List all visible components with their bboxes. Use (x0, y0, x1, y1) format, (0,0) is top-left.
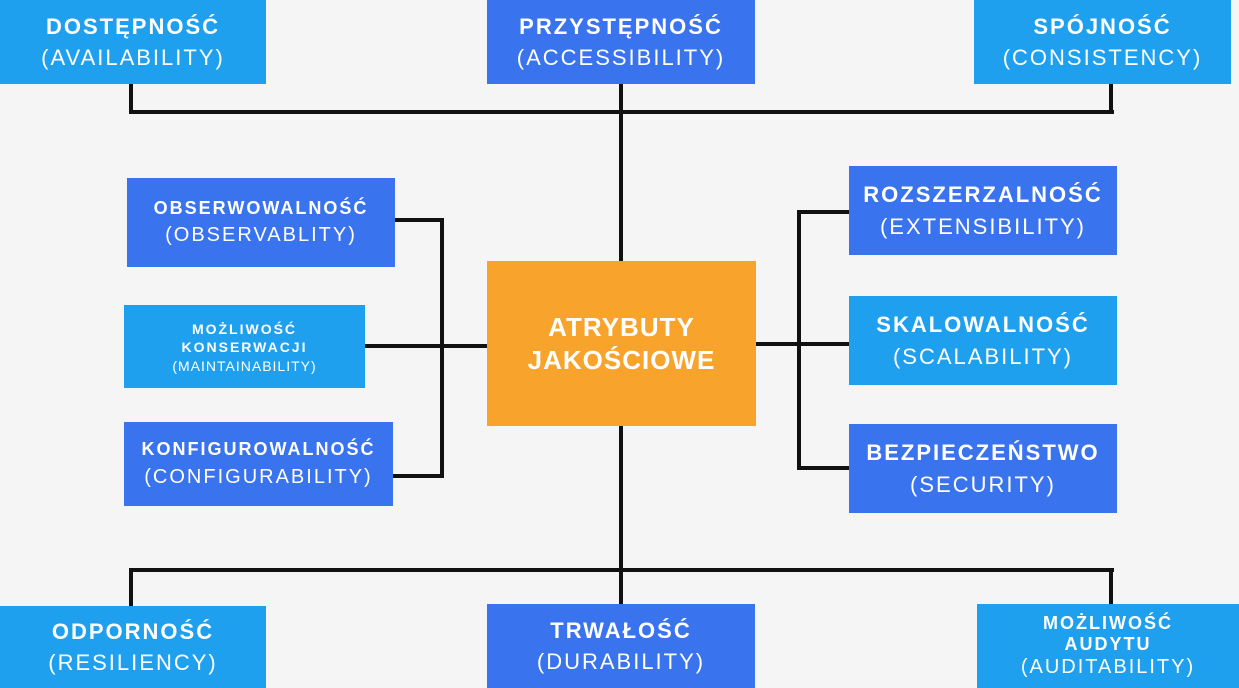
durability-box: TRWAŁOŚĆ (DURABILITY) (487, 604, 755, 688)
center-box: ATRYBUTY JAKOŚCIOWE (487, 261, 756, 426)
extensibility-box: ROZSZERZALNOŚĆ (EXTENSIBILITY) (849, 166, 1117, 255)
connector-center-up (619, 84, 623, 262)
security-box: BEZPIECZEŃSTWO (SECURITY) (849, 424, 1117, 513)
resiliency-pl: ODPORNOŚĆ (51, 618, 215, 644)
center-title-line1: ATRYBUTY (548, 312, 695, 342)
connector-left-branch-3 (393, 474, 444, 478)
connector-left-branch-1 (395, 218, 444, 222)
auditability-en: (AUDITABILITY) (1020, 656, 1196, 679)
consistency-box: SPÓJNOŚĆ (CONSISTENCY) (974, 0, 1231, 84)
accessibility-box: PRZYSTĘPNOŚĆ (ACCESSIBILITY) (487, 0, 755, 84)
durability-pl: TRWAŁOŚĆ (550, 617, 692, 643)
scalability-box: SKALOWALNOŚĆ (SCALABILITY) (849, 296, 1117, 385)
accessibility-pl: PRZYSTĘPNOŚĆ (519, 13, 723, 39)
availability-pl: DOSTĘPNOŚĆ (45, 13, 221, 39)
connector-top-right-drop (1109, 84, 1113, 114)
connector-right-branch-2 (755, 342, 850, 346)
consistency-pl: SPÓJNOŚĆ (1033, 13, 1172, 39)
connector-left-branch-2 (365, 344, 489, 348)
auditability-pl-line1: MOŻLIWOŚĆ (1043, 612, 1173, 633)
maintainability-pl-line1: MOŻLIWOŚĆ (191, 321, 298, 338)
observability-en: (OBSERVABLITY) (165, 224, 357, 247)
connector-top-left-drop (129, 84, 133, 114)
security-en: (SECURITY) (910, 471, 1056, 497)
durability-en: (DURABILITY) (536, 649, 706, 674)
scalability-en: (SCALABILITY) (892, 343, 1074, 369)
configurability-pl: KONFIGUROWALNOŚĆ (141, 439, 376, 460)
connector-bottom-right-drop (1109, 568, 1113, 604)
consistency-en: (CONSISTENCY) (1002, 45, 1203, 70)
maintainability-box: MOŻLIWOŚĆ KONSERWACJI (MAINTAINABILITY) (124, 305, 365, 388)
accessibility-en: (ACCESSIBILITY) (516, 45, 726, 70)
maintainability-en: (MAINTAINABILITY) (172, 357, 317, 374)
extensibility-en: (EXTENSIBILITY) (879, 213, 1087, 239)
connector-right-vertical (797, 210, 801, 470)
scalability-pl: SKALOWALNOŚĆ (876, 312, 1090, 338)
connector-left-vertical (440, 218, 444, 478)
maintainability-pl-line2: KONSERWACJI (181, 339, 308, 356)
connector-right-branch-1 (797, 210, 849, 214)
availability-en: (AVAILABILITY) (41, 45, 225, 70)
auditability-box: MOŻLIWOŚĆ AUDYTU (AUDITABILITY) (977, 604, 1239, 688)
observability-box: OBSERWOWALNOŚĆ (OBSERVABLITY) (127, 178, 395, 267)
connector-right-branch-3 (797, 466, 849, 470)
observability-pl: OBSERWOWALNOŚĆ (153, 197, 369, 218)
connector-bottom-left-drop (129, 568, 133, 608)
configurability-box: KONFIGUROWALNOŚĆ (CONFIGURABILITY) (124, 422, 393, 506)
connector-center-down (619, 425, 623, 605)
resiliency-box: ODPORNOŚĆ (RESILIENCY) (0, 606, 266, 688)
configurability-en: (CONFIGURABILITY) (144, 465, 373, 488)
center-title-line2: JAKOŚCIOWE (527, 344, 716, 375)
extensibility-pl: ROZSZERZALNOŚĆ (863, 182, 1103, 208)
availability-box: DOSTĘPNOŚĆ (AVAILABILITY) (0, 0, 266, 84)
auditability-pl-line2: AUDYTU (1064, 633, 1152, 654)
security-pl: BEZPIECZEŃSTWO (866, 440, 1100, 466)
resiliency-en: (RESILIENCY) (48, 650, 218, 675)
